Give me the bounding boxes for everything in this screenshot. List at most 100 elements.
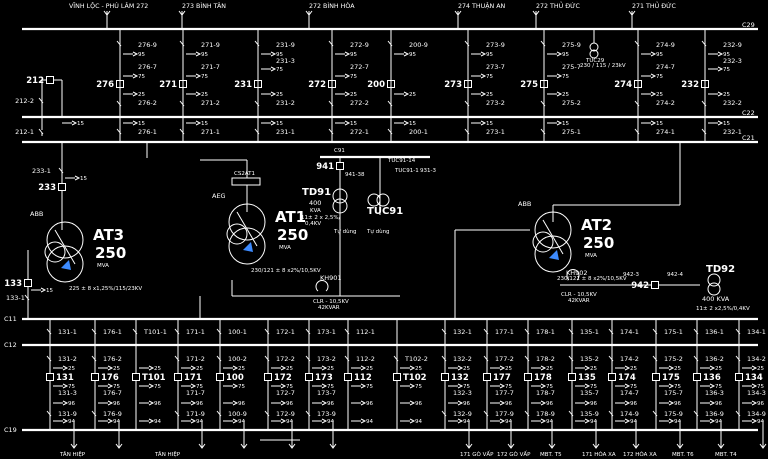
top-feeder-label: 271 THỦ ĐỨC [632, 0, 676, 10]
bay22-T102-cb-label: T102 [403, 373, 427, 383]
bay-212-s2-label: 212-1 [15, 128, 34, 136]
bay22-136-earth3-arrow [709, 400, 716, 406]
at3-tap-mark [61, 260, 71, 270]
bay-274-s1-label: 274-2 [656, 99, 675, 107]
bay-231-s0m-label: 231-3 [276, 57, 295, 65]
bay22-172-s3-label: 172-7 [276, 389, 295, 397]
bay22-132-s3-label: 132-3 [453, 389, 472, 397]
top-feeder-label: 272 BÌNH HÒA [309, 1, 355, 10]
bay-271-earth2-label: 75 [201, 74, 208, 80]
bay22-178-s9-label: 178-9 [536, 410, 555, 418]
bay22-174-earth1-arrow [624, 365, 631, 371]
kh902-spec2: 42KVAR [568, 298, 590, 304]
bay22-135-s1-blade [568, 328, 574, 335]
bay22-T101-s1-label: T101-1 [143, 328, 167, 336]
bay22-136-s2-label: 136-2 [705, 355, 724, 363]
bay22-132-s1-blade [441, 328, 447, 335]
top-feeder-label: VĨNH LỘC - PHÚ LÂM 272 [69, 1, 148, 10]
bay22-174-earth1-label: 25 [630, 366, 637, 372]
bay22-175-s2-label: 175-2 [664, 355, 683, 363]
bay22-135-cb-label: 135 [578, 373, 596, 383]
bay22-136-s3-label: 136-3 [705, 389, 724, 397]
at2-winding-lv [534, 235, 572, 273]
bay22-172-earth2-arrow [280, 383, 287, 389]
tuc29-spec: 230 / 115 / 23kV [580, 63, 626, 69]
bottom-feeder-label: 171 GÒ VẤP [460, 450, 494, 458]
bay22-173-earth2-label: 75 [327, 384, 334, 390]
bay22-134-s3-label: 134-3 [747, 389, 766, 397]
bay-232-earth4-arrow [717, 120, 724, 126]
bay22-132-earth2-arrow [457, 383, 464, 389]
bay133-earth-arrow [40, 287, 47, 293]
bay233-sw-blade [58, 167, 64, 174]
tuc91-coil-a [367, 193, 381, 207]
bay22-172-s1-label: 172-1 [276, 328, 295, 336]
bay22-132-earth1-label: 25 [463, 366, 470, 372]
bay-273-earth1-label: 95 [486, 52, 493, 58]
bay22-T102-s2-blade [393, 355, 399, 362]
at2-winding-tv [532, 231, 554, 253]
bay22-112-earth3-label: 96 [366, 401, 373, 407]
bay22-178-s1-label: 178-1 [536, 328, 555, 336]
bay22-T101-earth3-arrow [148, 400, 155, 406]
bay-232-s2-blade [701, 128, 707, 135]
bay22-131-s9-blade [46, 410, 52, 417]
bay22-176-earth3-label: 96 [113, 401, 120, 407]
at2-mva: 250 [583, 234, 614, 252]
bay22-177-s1-blade [483, 328, 489, 335]
bay22-135-cb [568, 373, 576, 381]
bay22-173-earth4-arrow [321, 418, 328, 424]
td91-unit: KVA [310, 208, 321, 214]
td91-name: TD91 [302, 187, 331, 198]
bay22-177-earth2-label: 75 [505, 384, 512, 390]
bay133-cb-label: 133 [4, 279, 22, 289]
bay22-100-s1-blade [216, 328, 222, 335]
bay-276-cb-label: 276 [96, 80, 114, 90]
at2-maker: ABB [518, 200, 531, 208]
bus-c11-label: C11 [4, 315, 17, 323]
b941-sw-label: 941-38 [345, 172, 365, 178]
bay22-131-earth4-arrow [62, 418, 69, 424]
bay-231-s1-label: 231-2 [276, 99, 295, 107]
bay22-174-s3-label: 174-7 [620, 389, 639, 397]
at1-spec: 230/121 ± 8 x2%/10,5KV [251, 268, 321, 274]
bay22-178-earth3-label: 96 [546, 401, 553, 407]
bay22-174-cb [608, 373, 616, 381]
bay22-174-s1-blade [608, 328, 614, 335]
td91-coil-a [332, 188, 348, 204]
bay-212-s2-blade [38, 128, 44, 135]
bay22-136-s2-blade [693, 355, 699, 362]
bay-274-earth4-arrow [650, 120, 657, 126]
bay22-135-s2-label: 135-2 [580, 355, 599, 363]
bay-274-earth3-label: 25 [656, 92, 663, 98]
bay-232-s1-blade [701, 100, 707, 107]
bay22-135-earth1-arrow [584, 365, 591, 371]
kh902-reactor [566, 269, 580, 281]
bay-212-s1-blade [38, 97, 44, 104]
bay-271-earth1-label: 95 [201, 52, 208, 58]
bay22-174-s2-label: 174-2 [620, 355, 639, 363]
bus-c22-label: C22 [742, 109, 755, 117]
bay22-171-s2-blade [174, 355, 180, 362]
bay22-131-s1-label: 131-1 [58, 328, 77, 336]
bay22-135-earth3-label: 96 [590, 401, 597, 407]
td91-spec1: 11± 2 x 2,5%/ [301, 215, 341, 221]
bay22-176-cb-label: 176 [101, 373, 119, 383]
bay22-176-earth1-label: 25 [113, 366, 120, 372]
bay-275-earth4-arrow [556, 120, 563, 126]
bay22-T101-cb-label: T101 [142, 373, 166, 383]
bay-274-earth4-label: 15 [656, 121, 663, 127]
bay22-171-earth4-label: 94 [196, 419, 203, 425]
bay-275-cb-label: 275 [520, 80, 538, 90]
bay22-135-s9-blade [568, 410, 574, 417]
bay-271-s2-blade [179, 128, 185, 135]
at3-tap-arrow [54, 229, 76, 265]
bottom-feeder-label: 172 HÓA XA [623, 451, 657, 458]
bay22-136-s1-blade [693, 328, 699, 335]
kh902-label: KH902 [566, 269, 588, 277]
bay-271-earth4-label: 15 [201, 121, 208, 127]
bay22-174-earth2-arrow [624, 383, 631, 389]
bay22-172-earth1-label: 25 [286, 366, 293, 372]
bay-275-earth1-arrow [556, 51, 563, 57]
bay22-177-earth3-label: 96 [505, 401, 512, 407]
